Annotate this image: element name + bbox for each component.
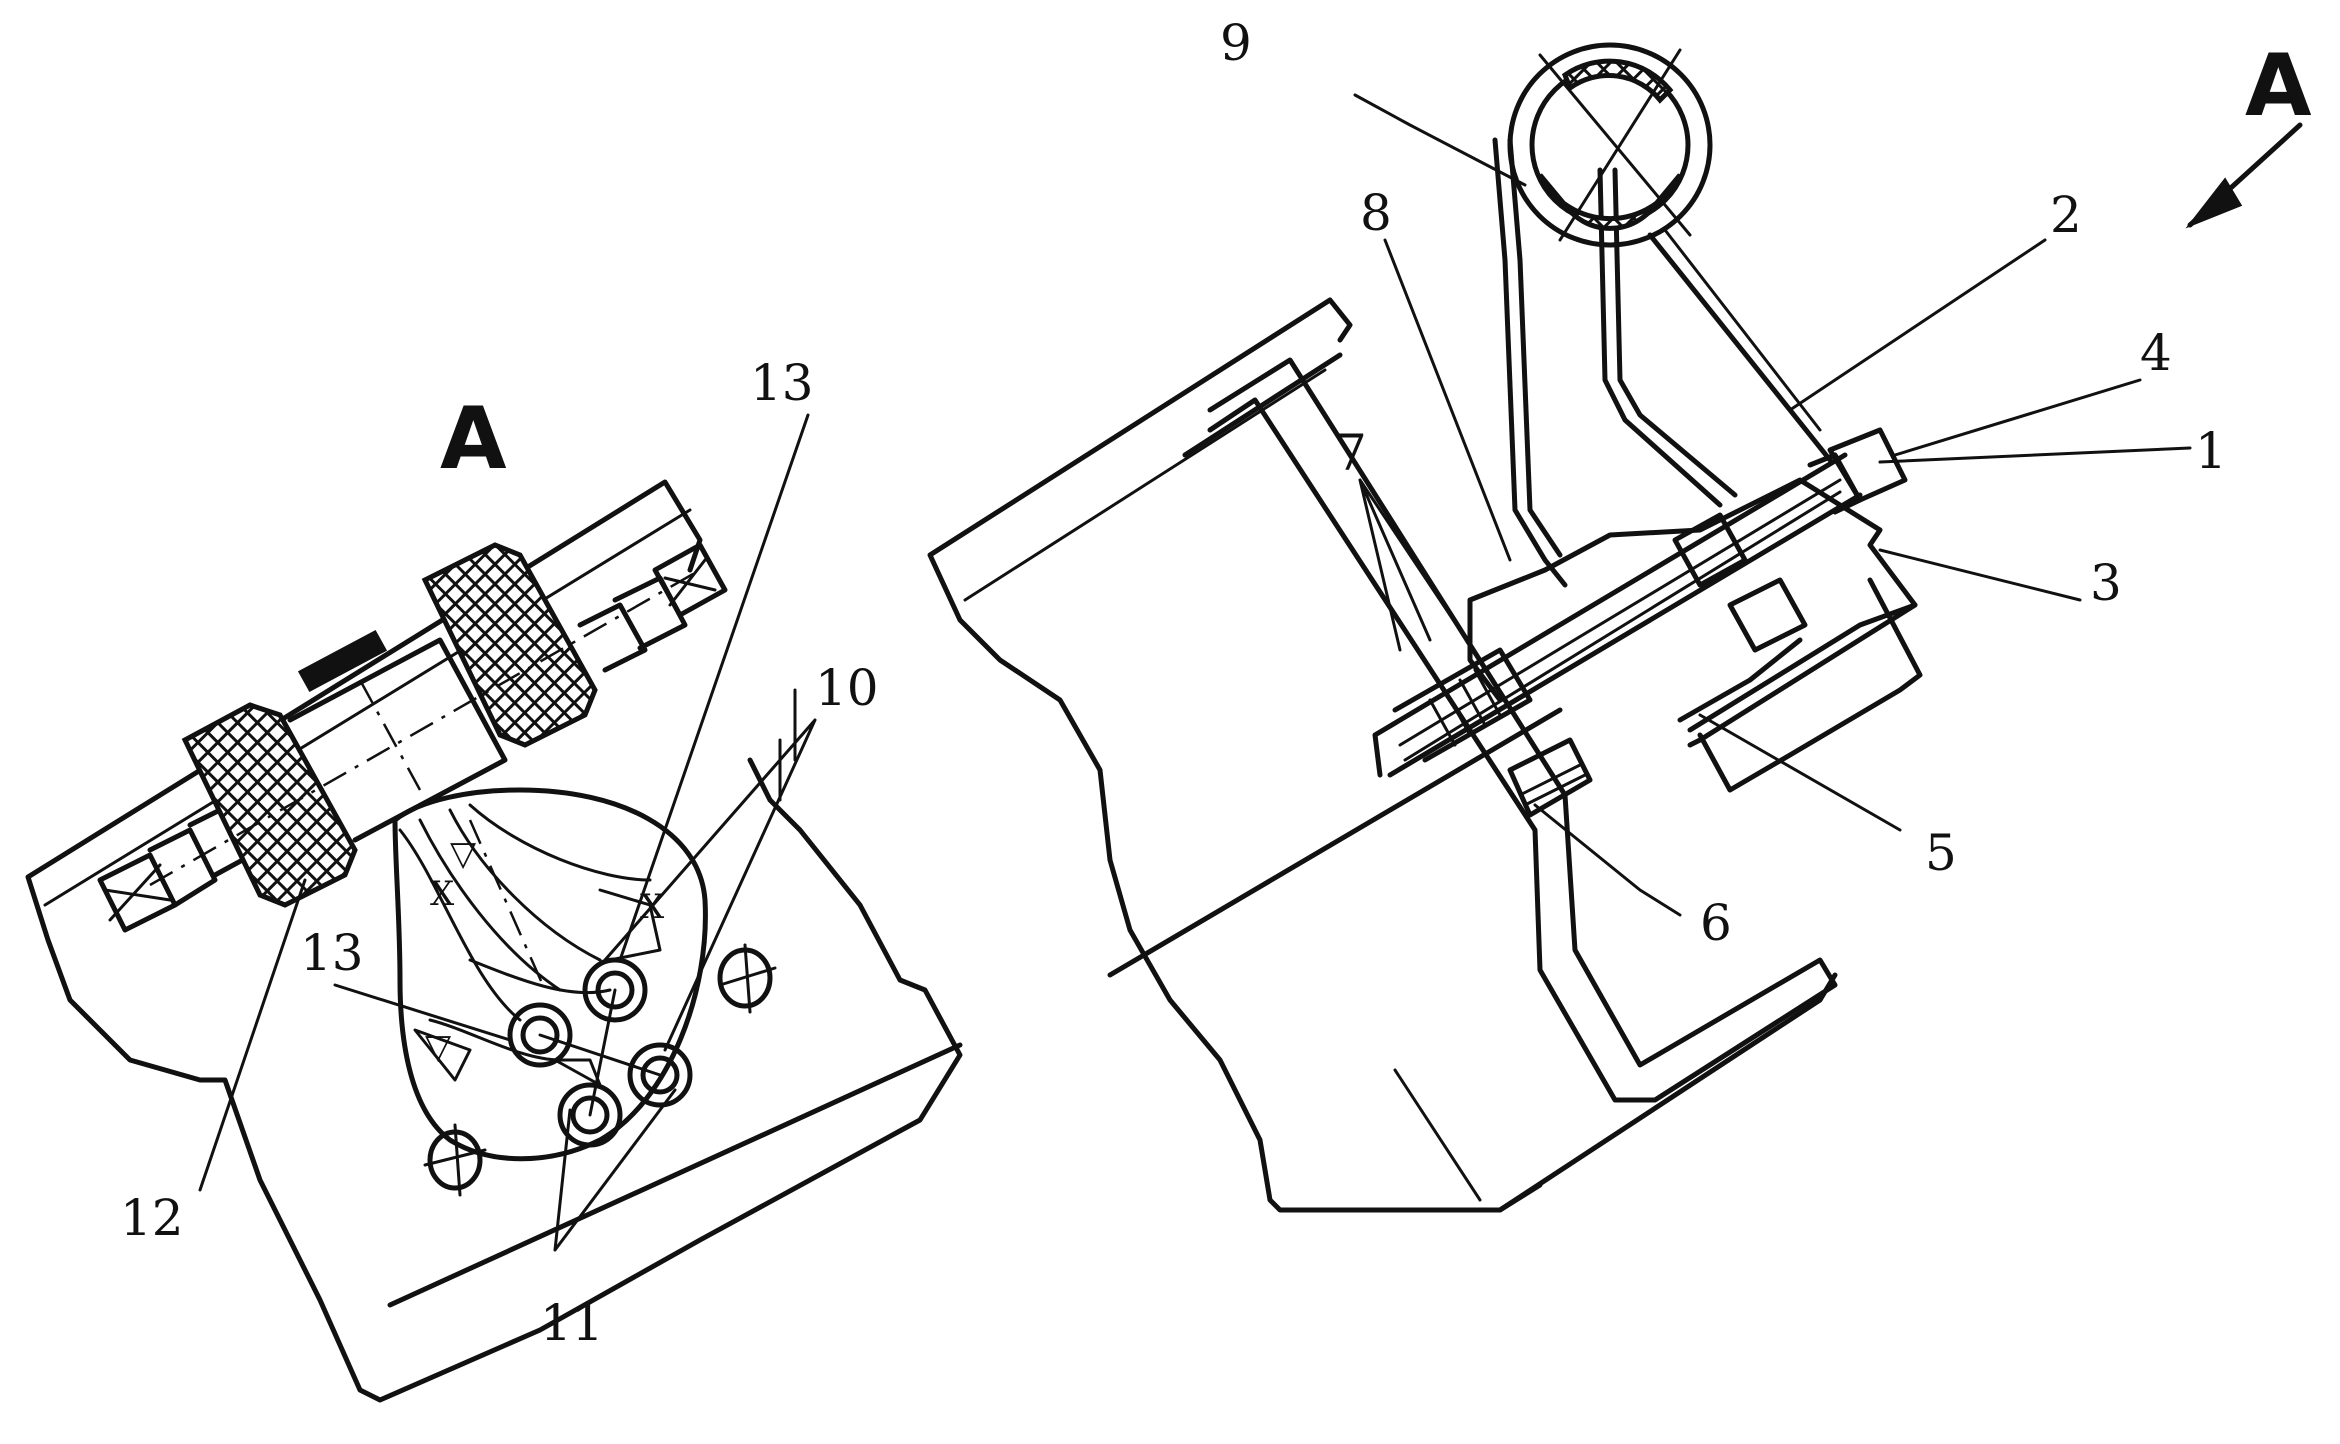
through-bolt — [1372, 452, 1863, 778]
leader-4 — [1893, 378, 2142, 457]
hanger-rod — [1597, 167, 1738, 508]
x-mark-1: ▽ — [450, 834, 477, 874]
z-profile — [1207, 357, 1838, 1103]
callout-8: 8 — [1360, 184, 1392, 242]
cable-ring — [1507, 42, 1833, 463]
leader-2 — [1788, 238, 2047, 412]
cable-bundle: ▽ X X ▽ — [392, 787, 708, 1162]
callout-5: 5 — [1925, 824, 1957, 882]
leader-11 — [553, 1088, 677, 1252]
leader-5 — [1698, 713, 1902, 832]
leader-10 — [603, 718, 817, 1052]
callout-6: 6 — [1700, 894, 1732, 952]
leaders-left — [198, 413, 817, 1252]
plate-edge-line — [43, 508, 692, 907]
leader-9 — [1353, 93, 1527, 187]
bolt-1 — [582, 957, 648, 1023]
connector-centerline — [149, 568, 701, 887]
washer-stack — [1507, 737, 1593, 818]
mounting-plate — [25, 479, 963, 1403]
housing-wall — [927, 297, 1838, 1213]
plate-bottom-edge — [387, 1042, 963, 1308]
bolt-2 — [507, 1002, 573, 1068]
callout-7: 7 — [1335, 424, 1367, 482]
callout-1: 1 — [2195, 422, 2227, 480]
x-mark-2: X — [430, 874, 455, 914]
ring-insert — [1537, 173, 1683, 231]
leader-13-top — [618, 413, 810, 962]
cable-connector — [97, 542, 728, 933]
bolt-group — [507, 957, 693, 1148]
callout-3: 3 — [2090, 554, 2122, 612]
cable-opening — [392, 787, 708, 1162]
callout-13-left: 13 — [300, 924, 364, 982]
leader-6 — [1533, 803, 1682, 917]
direction-marker-label: A — [2245, 36, 2312, 136]
nut-lower — [1727, 577, 1808, 653]
bolt-4 — [557, 1082, 623, 1148]
leader-12 — [198, 878, 307, 1192]
callout-9: 9 — [1220, 14, 1252, 72]
connector-key-mark — [297, 629, 388, 693]
callout-12: 12 — [120, 1189, 184, 1247]
ring-crosshair — [1538, 48, 1692, 242]
leader-3 — [1878, 548, 2082, 602]
knurled-nut-right — [421, 542, 598, 748]
view-a-title: A — [440, 389, 507, 489]
triangle-mark-lower — [413, 1028, 472, 1082]
cable-gland-right — [652, 542, 728, 618]
callout-11: 11 — [540, 1294, 604, 1352]
section-view — [927, 42, 2303, 1213]
bolt-3 — [627, 1042, 693, 1108]
callout-13-top: 13 — [750, 354, 814, 412]
triangle-mark: ▽ — [425, 1027, 452, 1067]
callout-10: 10 — [815, 659, 879, 717]
view-a-detail: ▽ X X ▽ — [25, 413, 963, 1403]
knurled-nut-left — [181, 702, 358, 908]
leader-7 — [1358, 478, 1462, 652]
leaders-right — [1353, 93, 2192, 917]
callout-4: 4 — [2140, 324, 2172, 382]
callout-2: 2 — [2050, 186, 2082, 244]
arrowhead — [2185, 177, 2243, 229]
ring-outer — [1507, 42, 1713, 248]
leader-8 — [1383, 238, 1512, 562]
hanger-bracket — [1492, 137, 1568, 588]
leader-13-left — [333, 983, 512, 1042]
flange-6 — [1392, 647, 1533, 763]
leader-1 — [1878, 446, 2192, 464]
plate-holes — [423, 943, 777, 1197]
